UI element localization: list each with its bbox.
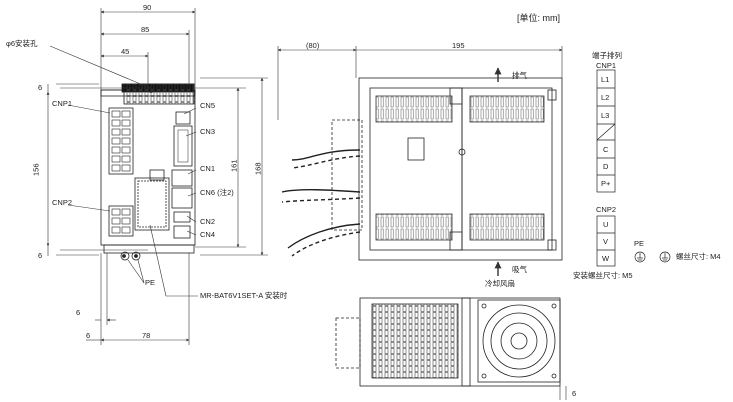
cnp1-connector	[108, 107, 134, 175]
mount-hole-label: φ6安装孔	[6, 39, 38, 48]
terminal-c: C	[603, 145, 609, 154]
cn6-label: CN6 (注2)	[200, 188, 234, 197]
cnp2-connector	[108, 205, 134, 237]
cn3-label: CN3	[200, 127, 216, 136]
pe-label: PE	[145, 278, 156, 287]
dim-side-depth: 195	[452, 41, 465, 50]
cnp2-terminal-block	[596, 215, 616, 267]
unit-note: [单位: mm]	[517, 13, 560, 23]
terminal-v: V	[603, 237, 609, 246]
cn3-connector	[173, 125, 193, 167]
ground-icon	[659, 251, 671, 263]
terminal-p: P+	[601, 179, 611, 188]
terminal-diagram	[596, 69, 671, 267]
cn1-connector	[171, 169, 193, 187]
dim-bottom-left-a: 6	[76, 308, 81, 317]
terminal-u: U	[603, 220, 609, 229]
exhaust-label: 排气	[512, 71, 527, 80]
cn5-connector	[175, 111, 191, 125]
dim-second-width: 85	[141, 25, 150, 34]
side-dimensions	[277, 46, 563, 276]
dim-bottom-width: 78	[142, 331, 151, 340]
dim-bottom-right: 6	[572, 389, 577, 398]
cn5-label: CN5	[200, 101, 216, 110]
front-dimensions	[46, 8, 268, 345]
dim-side-left: (80)	[306, 41, 320, 50]
bottom-view	[335, 297, 567, 400]
dim-mount-offset: 45	[121, 47, 130, 56]
dim-left-height: 156	[31, 163, 41, 177]
terminal-l2: L2	[601, 93, 610, 102]
terminal-l3: L3	[601, 111, 610, 120]
dim-left-top: 6	[38, 83, 43, 92]
cnp2-label: CNP2	[52, 198, 73, 207]
cn4-label: CN4	[200, 230, 216, 239]
dim-right-outer: 168	[253, 162, 263, 176]
side-view	[281, 77, 563, 261]
terminal-w: W	[602, 254, 610, 263]
dim-left-bottom: 6	[38, 251, 43, 260]
dim-bottom-left-b: 6	[86, 331, 91, 340]
terminal-d: D	[603, 162, 609, 171]
cn2-label: CN2	[200, 217, 216, 226]
battery-label: MR-BAT6V1SET-A 安装时	[200, 291, 288, 300]
dim-top-width: 90	[143, 3, 152, 12]
screw-size-label: 螺丝尺寸: M4	[676, 252, 721, 261]
cn4-connector	[173, 225, 191, 239]
fan-label: 冷却风扇	[485, 279, 515, 288]
cn6-connector	[171, 187, 193, 209]
cnp2-terminal-title: CNP2	[596, 205, 617, 214]
front-view	[100, 83, 196, 261]
side-body	[358, 77, 563, 261]
pe-ground-icon	[634, 251, 646, 263]
cooling-fan	[477, 299, 561, 383]
battery-holder	[134, 177, 170, 231]
cnp1-terminal-title: CNP1	[596, 61, 617, 70]
pe-terminal-label: PE	[634, 239, 645, 248]
mount-screw-label: 安装螺丝尺寸: M5	[573, 271, 633, 280]
cn1-label: CN1	[200, 164, 216, 173]
cn2-connector	[173, 211, 191, 223]
pe-terminal	[120, 251, 130, 261]
terminal-l1: L1	[601, 75, 610, 84]
dim-right-inner: 161	[229, 159, 239, 173]
cnp1-label: CNP1	[52, 99, 73, 108]
intake-label: 吸气	[512, 265, 527, 274]
cnp1-terminal-block	[596, 69, 616, 193]
terminal-title: 端子排列	[592, 51, 622, 60]
